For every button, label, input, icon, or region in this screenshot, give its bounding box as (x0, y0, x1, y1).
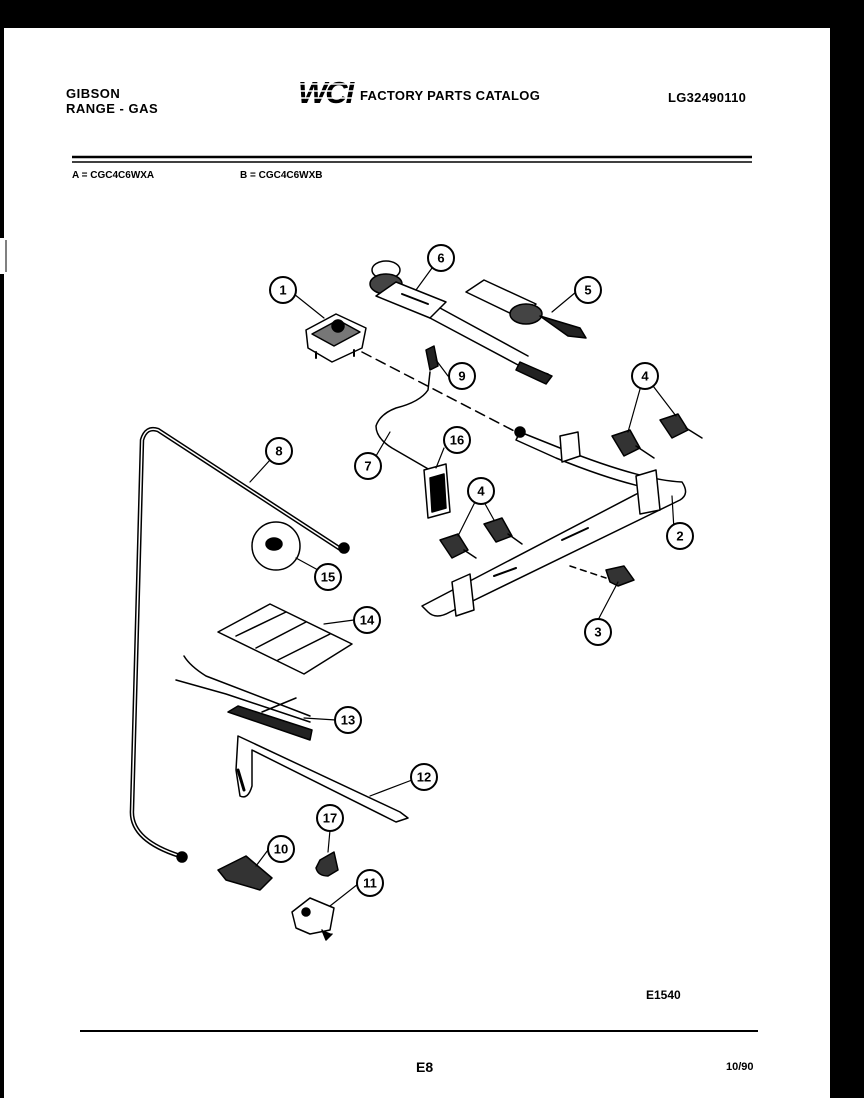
callout-circle (427, 244, 455, 272)
part-6-burner-head (369, 260, 553, 385)
part-8-spark-ignitor (375, 345, 439, 471)
part-3-bracket-dashed (569, 565, 607, 579)
callout-circle (314, 563, 342, 591)
wci-logo: WCI (296, 76, 358, 108)
callout-number: 4 (641, 369, 649, 384)
callout-circle (354, 452, 382, 480)
callout-8: 8 (265, 437, 293, 465)
callout-16: 16 (443, 426, 471, 454)
callout-circle (574, 276, 602, 304)
callout-number: 16 (450, 433, 464, 448)
callout-number: 12 (417, 770, 431, 785)
part-14-burner-baffle (217, 603, 353, 675)
catalog-number: LG32490110 (668, 90, 747, 105)
callout-1: 1 (269, 276, 297, 304)
callout-6: 6 (427, 244, 455, 272)
callout-circle (443, 426, 471, 454)
catalog-title: FACTORY PARTS CATALOG (360, 88, 541, 103)
header-rule (72, 155, 752, 163)
callout-7: 7 (354, 452, 382, 480)
product-type: RANGE - GAS (66, 101, 159, 116)
callout-circle (353, 606, 381, 634)
callout-number: 14 (360, 613, 375, 628)
callout-number: 17 (323, 811, 337, 826)
callout-10: 10 (267, 835, 295, 863)
callout-circle (356, 869, 384, 897)
part-1-gas-line-dashed (361, 351, 521, 435)
part-17-clip (315, 851, 339, 877)
part-1-pressure-regulator (305, 313, 367, 363)
callout-circle (666, 522, 694, 550)
callout-number: 8 (275, 444, 282, 459)
header-brand: GIBSON RANGE - GAS (66, 86, 158, 116)
diagram-code: E1540 (646, 988, 681, 1002)
callout-circle (265, 437, 293, 465)
callout-circle (584, 618, 612, 646)
part-13-oven-burner (175, 655, 313, 741)
brand-name: GIBSON (66, 86, 121, 101)
callout-number: 1 (279, 283, 286, 298)
callout-11: 11 (356, 869, 384, 897)
callout-number: 6 (437, 251, 444, 266)
callout-2: 2 (666, 522, 694, 550)
callout-number: 10 (274, 842, 288, 857)
paper-sheet (4, 28, 830, 1098)
callout-leaders (249, 267, 677, 907)
callout-14: 14 (353, 606, 381, 634)
revision-date: 10/90 (726, 1061, 754, 1073)
part-4-valve-upper (611, 413, 703, 459)
callout-5: 5 (574, 276, 602, 304)
callout-number: 2 (676, 529, 683, 544)
scan-edge-mark (0, 238, 7, 274)
part-12-burner-tube (235, 735, 409, 823)
callout-circle (316, 804, 344, 832)
page-number: E8 (416, 1059, 434, 1075)
model-a-label: A = CGC4C6WXA (72, 170, 155, 181)
callout-17: 17 (316, 804, 344, 832)
callout-13: 13 (334, 706, 362, 734)
part-16-ignition-module (423, 463, 451, 519)
callout-number: 9 (458, 369, 465, 384)
callout-circle (269, 276, 297, 304)
callout-circle (631, 362, 659, 390)
part-5-burner-head (465, 279, 587, 339)
logo-text: WCI (298, 76, 356, 108)
callout-number: 4 (477, 484, 485, 499)
callout-circle (467, 477, 495, 505)
part-2-gas-manifold (421, 426, 687, 617)
callout-9: 9 (448, 362, 476, 390)
callout-number: 15 (321, 570, 335, 585)
part-4-valve-lower (439, 517, 523, 559)
callout-number: 13 (341, 713, 355, 728)
part-9-oven-gas-tube (129, 426, 350, 863)
callout-number: 5 (584, 283, 591, 298)
callout-circle (267, 835, 295, 863)
callout-number: 11 (363, 876, 377, 891)
part-11-mounting-bracket (291, 897, 335, 941)
part-15-orifice (251, 521, 301, 571)
callout-4: 4 (467, 477, 495, 505)
model-b-label: B = CGC4C6WXB (240, 170, 323, 181)
part-10-bracket (217, 855, 273, 891)
callout-circle (448, 362, 476, 390)
callout-3: 3 (584, 618, 612, 646)
callout-circle (410, 763, 438, 791)
callout-15: 15 (314, 563, 342, 591)
part-3-clip (605, 565, 635, 587)
callout-number: 7 (364, 459, 371, 474)
callout-circle (334, 706, 362, 734)
callout-12: 12 (410, 763, 438, 791)
callout-4: 4 (631, 362, 659, 390)
callout-number: 3 (594, 625, 601, 640)
